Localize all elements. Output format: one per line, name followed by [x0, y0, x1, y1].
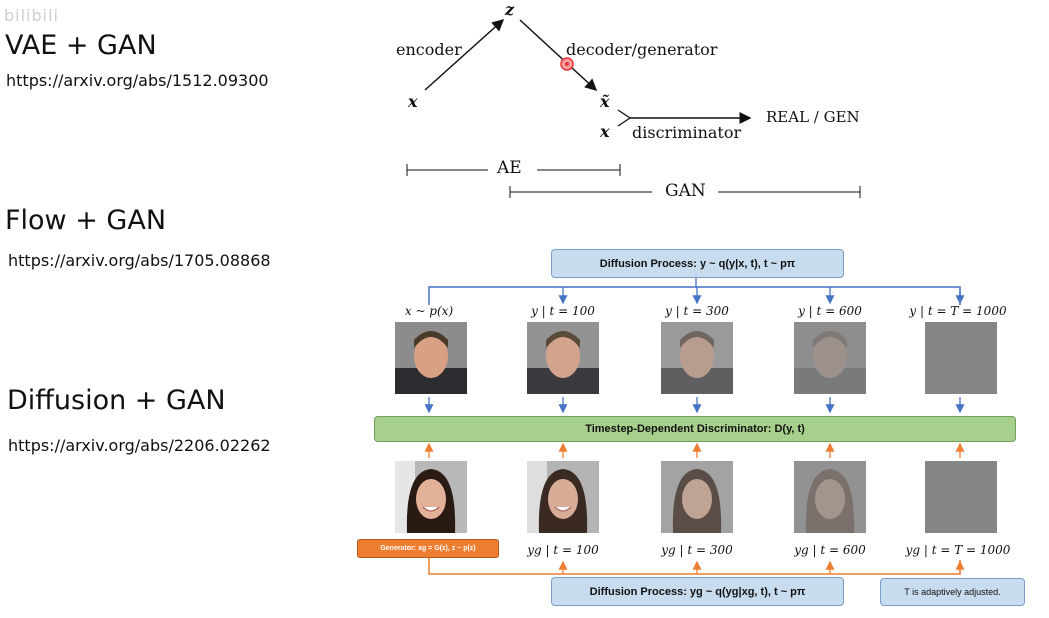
bottom-label: yg | t = 100	[527, 543, 599, 557]
merge-bracket	[617, 109, 632, 127]
ae-label: AE	[497, 158, 522, 178]
z-label: z	[505, 0, 515, 19]
x-input-label: x	[408, 92, 418, 111]
diffusion-process-bottom-box: Diffusion Process: yg ~ q(yg|xg, t), t ~…	[551, 577, 844, 606]
flow-gan-title: Flow + GAN	[5, 205, 167, 236]
encoder-label: encoder	[396, 40, 462, 59]
vae-gan-link[interactable]: https://arxiv.org/abs/1512.09300	[6, 71, 269, 90]
bilibili-watermark: bilibili	[4, 6, 59, 25]
generated-face-t1000	[925, 461, 997, 533]
decoder-arrow	[519, 19, 598, 92]
top-label: y | t = 300	[665, 304, 729, 318]
generated-face-image	[395, 461, 467, 533]
discriminator-label: discriminator	[632, 123, 742, 142]
generated-face-t100	[527, 461, 599, 533]
diffusion-process-top-box: Diffusion Process: y ~ q(y|x, t), t ~ pπ	[551, 249, 844, 278]
encoder-arrow	[424, 18, 505, 91]
discriminator-box: Timestep-Dependent Discriminator: D(y, t…	[374, 416, 1016, 442]
face-image-t600	[794, 322, 866, 394]
diffusion-gan-link[interactable]: https://arxiv.org/abs/2206.02262	[8, 436, 271, 455]
bottom-label: yg | t = 300	[661, 543, 733, 557]
flow-gan-link[interactable]: https://arxiv.org/abs/1705.08868	[8, 251, 271, 270]
generator-box: Generator: xg = G(z), z ~ p(z)	[357, 539, 499, 558]
top-label: x ~ p(x)	[404, 304, 454, 318]
x-real-label: x	[600, 122, 610, 141]
generated-face-t300	[661, 461, 733, 533]
bottom-label: yg | t = T = 1000	[905, 543, 1011, 557]
diffusion-gan-title: Diffusion + GAN	[7, 385, 226, 416]
vae-gan-title: VAE + GAN	[5, 30, 157, 61]
face-image-t100	[527, 322, 599, 394]
adaptive-note-box: T is adaptively adjusted.	[880, 578, 1025, 606]
gan-label: GAN	[665, 181, 706, 201]
bottom-label: yg | t = 600	[794, 543, 866, 557]
x-tilde-label: x̃	[600, 92, 610, 111]
decoder-label: decoder/generator	[566, 40, 718, 59]
generated-face-t600	[794, 461, 866, 533]
top-label: y | t = 100	[531, 304, 595, 318]
real-gen-label: REAL / GEN	[766, 108, 860, 126]
top-label: y | t = 600	[798, 304, 862, 318]
face-image-t300	[661, 322, 733, 394]
face-image-t1000	[925, 322, 997, 394]
face-image-x	[395, 322, 467, 394]
top-label: y | t = T = 1000	[909, 304, 1007, 318]
